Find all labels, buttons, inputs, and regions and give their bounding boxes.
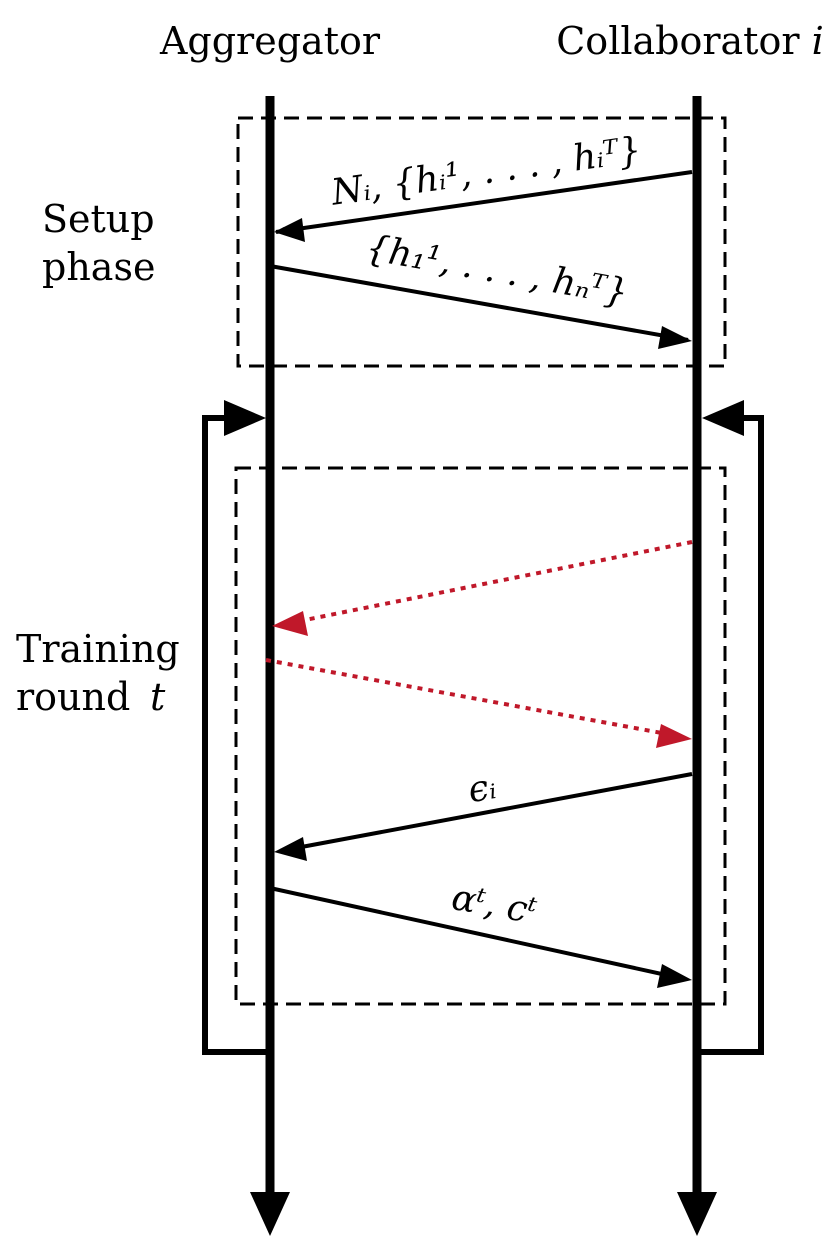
message-arrow-6-head xyxy=(657,964,692,988)
collaborator-label: Collaborator i xyxy=(556,19,824,63)
message-label-2: {h₁¹, . . . , hₙᵀ} xyxy=(363,227,631,313)
setup-phase-line2: phase xyxy=(42,245,155,289)
training-round-var: t xyxy=(150,675,166,719)
collaborator-name: Collaborator xyxy=(556,19,800,63)
training-round-label: Training round t xyxy=(16,627,192,719)
training-loop-left xyxy=(202,415,266,1055)
collaborator-index: i xyxy=(812,19,824,63)
setup-phase-label: Setup phase xyxy=(42,197,167,289)
dotted-message-arrow-3 xyxy=(284,540,693,626)
setup-phase-box xyxy=(236,116,727,368)
dotted-message-arrow-4-head xyxy=(656,724,692,748)
message-arrow-5 xyxy=(279,772,693,853)
message-arrow-2 xyxy=(269,264,689,342)
training-loop-right-arrowhead xyxy=(702,400,744,436)
aggregator-lifeline-arrowhead xyxy=(250,1192,290,1236)
training-round-line2: round xyxy=(16,675,130,719)
training-loop-left-arrowhead xyxy=(224,400,266,436)
dotted-message-arrow-3-head xyxy=(272,611,308,636)
aggregator-label: Aggregator xyxy=(159,19,381,63)
setup-phase-line1: Setup xyxy=(42,197,155,241)
message-arrow-2-head xyxy=(658,326,692,349)
message-arrow-6 xyxy=(269,886,681,980)
training-round-line1: Training xyxy=(16,627,180,671)
message-arrow-1 xyxy=(275,170,693,235)
collaborator-lifeline-arrowhead xyxy=(677,1192,717,1236)
dotted-message-arrow-4 xyxy=(265,658,679,738)
message-label-6: αᵗ, cᵗ xyxy=(449,877,540,932)
message-arrow-1-head xyxy=(274,218,305,242)
message-label-5: ϵᵢ xyxy=(465,766,499,811)
training-round-box xyxy=(234,466,727,1006)
message-arrow-5-head xyxy=(274,837,307,861)
training-loop-right xyxy=(701,415,764,1055)
